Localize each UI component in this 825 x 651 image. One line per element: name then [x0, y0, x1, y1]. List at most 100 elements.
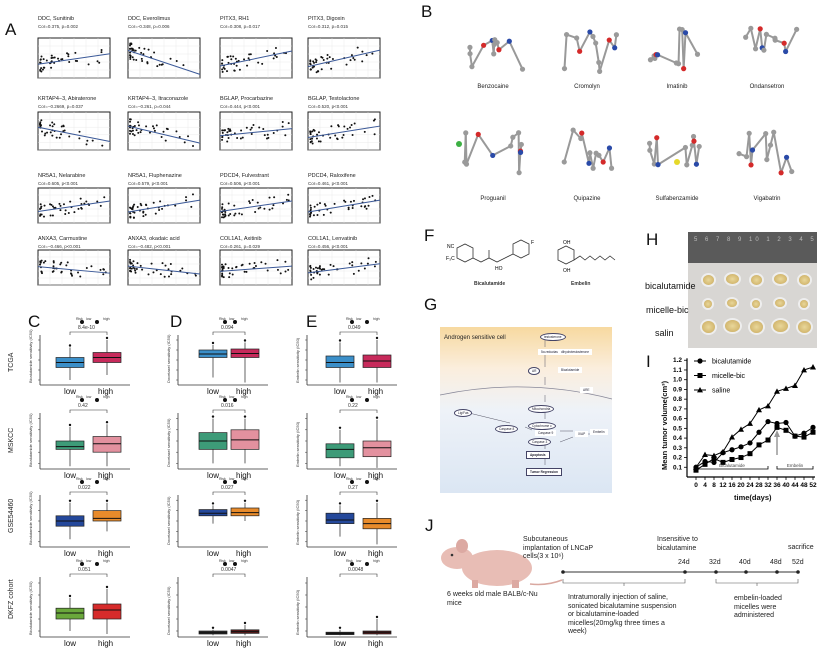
legend-high-marker: [233, 480, 237, 484]
scatter-point: [144, 213, 147, 216]
scatter-point: [252, 124, 255, 127]
scatter-point: [80, 206, 83, 209]
scatter-point: [316, 133, 319, 136]
scatter-point: [53, 56, 56, 59]
scatter-point: [337, 124, 340, 127]
outlier-point: [338, 426, 342, 429]
pathway-node: Lig/Fas: [454, 409, 473, 417]
scatter-point: [221, 59, 224, 62]
scatter-point: [66, 52, 69, 55]
legend-title: Risk: [219, 559, 226, 563]
scatter-stat: Cor=0.461, p<0.001: [308, 181, 349, 186]
scatter-point: [61, 58, 64, 61]
regression-line: [307, 125, 381, 138]
scatter-point: [248, 262, 251, 265]
outlier-point: [375, 336, 379, 340]
legend-high-marker: [95, 480, 99, 484]
scatter-point: [90, 265, 93, 268]
scatter-point: [40, 119, 43, 122]
scatter-point: [103, 196, 106, 199]
scatter-point: [310, 211, 313, 214]
scatter-point: [347, 208, 350, 211]
legend-high: high: [103, 317, 110, 321]
p-value: 0.049: [348, 325, 361, 331]
legend-title: Risk: [76, 559, 83, 563]
x-tick-label: 20: [737, 482, 745, 489]
svg-text:OH: OH: [563, 268, 571, 274]
scatter-point: [254, 211, 257, 214]
x-tick-label: 32: [764, 482, 772, 489]
scatter-point: [133, 134, 136, 137]
legend-high-marker: [95, 562, 99, 566]
x-label-low: low: [334, 387, 347, 396]
scatter-point: [276, 259, 279, 262]
significance-bracket: [212, 491, 246, 495]
scatter-point: [142, 210, 145, 213]
x-tick-label: 36: [773, 482, 781, 489]
scatter-point: [327, 273, 330, 276]
scatter-title: KRTAP4−3, Abiraterone: [38, 96, 97, 102]
data-point-micelle-bic: [783, 427, 789, 433]
scatter-point: [240, 129, 243, 132]
scatter-point: [183, 141, 186, 144]
panel-label-h: H: [646, 230, 659, 249]
scatter-point: [174, 204, 177, 207]
scatter-point: [91, 139, 94, 142]
legend-high: high: [373, 477, 380, 481]
scatter-point: [52, 261, 55, 264]
boxplot: [176, 320, 268, 386]
scatter-point: [351, 264, 354, 267]
box-low: [198, 509, 228, 517]
legend-low: low: [356, 395, 362, 399]
scatter-point: [231, 273, 234, 276]
scatter-point: [311, 130, 314, 133]
scatter-point: [319, 140, 322, 143]
scatter-point: [284, 134, 287, 137]
scatter-point: [329, 263, 332, 266]
scatter-point: [59, 209, 62, 212]
scatter-point: [235, 266, 238, 269]
scatter-point: [194, 274, 197, 277]
scatter-point: [169, 57, 172, 60]
scatter-point: [262, 128, 265, 131]
scatter-point: [349, 126, 352, 129]
scatter-point: [253, 261, 256, 264]
significance-bracket: [212, 409, 246, 413]
legend-low-marker: [350, 480, 354, 484]
scatter-point: [268, 196, 271, 199]
molecule-name: Imatinib: [666, 84, 688, 90]
day-label-52: 52d: [792, 559, 804, 566]
scatter-point: [131, 56, 134, 59]
scatter-point: [99, 268, 102, 271]
scatter-point: [166, 128, 169, 131]
scatter-point: [77, 207, 80, 210]
outlier-point: [243, 339, 247, 342]
scatter-point: [163, 275, 166, 278]
implantation-text: Subcutaneous implantation of LNCaP cells…: [523, 536, 593, 560]
scatter-point: [279, 272, 282, 275]
regression-line: [307, 263, 381, 274]
scatter-point: [40, 55, 43, 58]
data-point-saline: [711, 452, 717, 458]
x-label-high: high: [98, 387, 114, 396]
x-label-high: high: [368, 549, 384, 558]
x-label-high: high: [98, 639, 114, 648]
outlier-point: [338, 339, 342, 342]
legend-title: Risk: [219, 317, 226, 321]
scatter-point: [309, 266, 312, 269]
scatter-point: [164, 139, 167, 142]
scatter-point: [43, 204, 46, 207]
x-label-low: low: [207, 549, 220, 558]
scatter-point: [71, 274, 74, 277]
scatter-plot: [219, 249, 293, 286]
scatter-point: [129, 216, 132, 219]
data-point-micelle-bic: [792, 433, 798, 439]
scatter-point: [353, 58, 356, 61]
scatter-point: [129, 132, 132, 135]
y-tick-label: 0.5: [673, 425, 682, 432]
scatter-point: [140, 51, 143, 54]
scatter-point: [315, 71, 318, 74]
ruler-marks: 5 6 7 8 9 10 1 2 3 4 5: [694, 237, 817, 243]
scatter-point: [136, 262, 139, 265]
pathway-title: Androgen sensitive cell: [444, 335, 506, 341]
